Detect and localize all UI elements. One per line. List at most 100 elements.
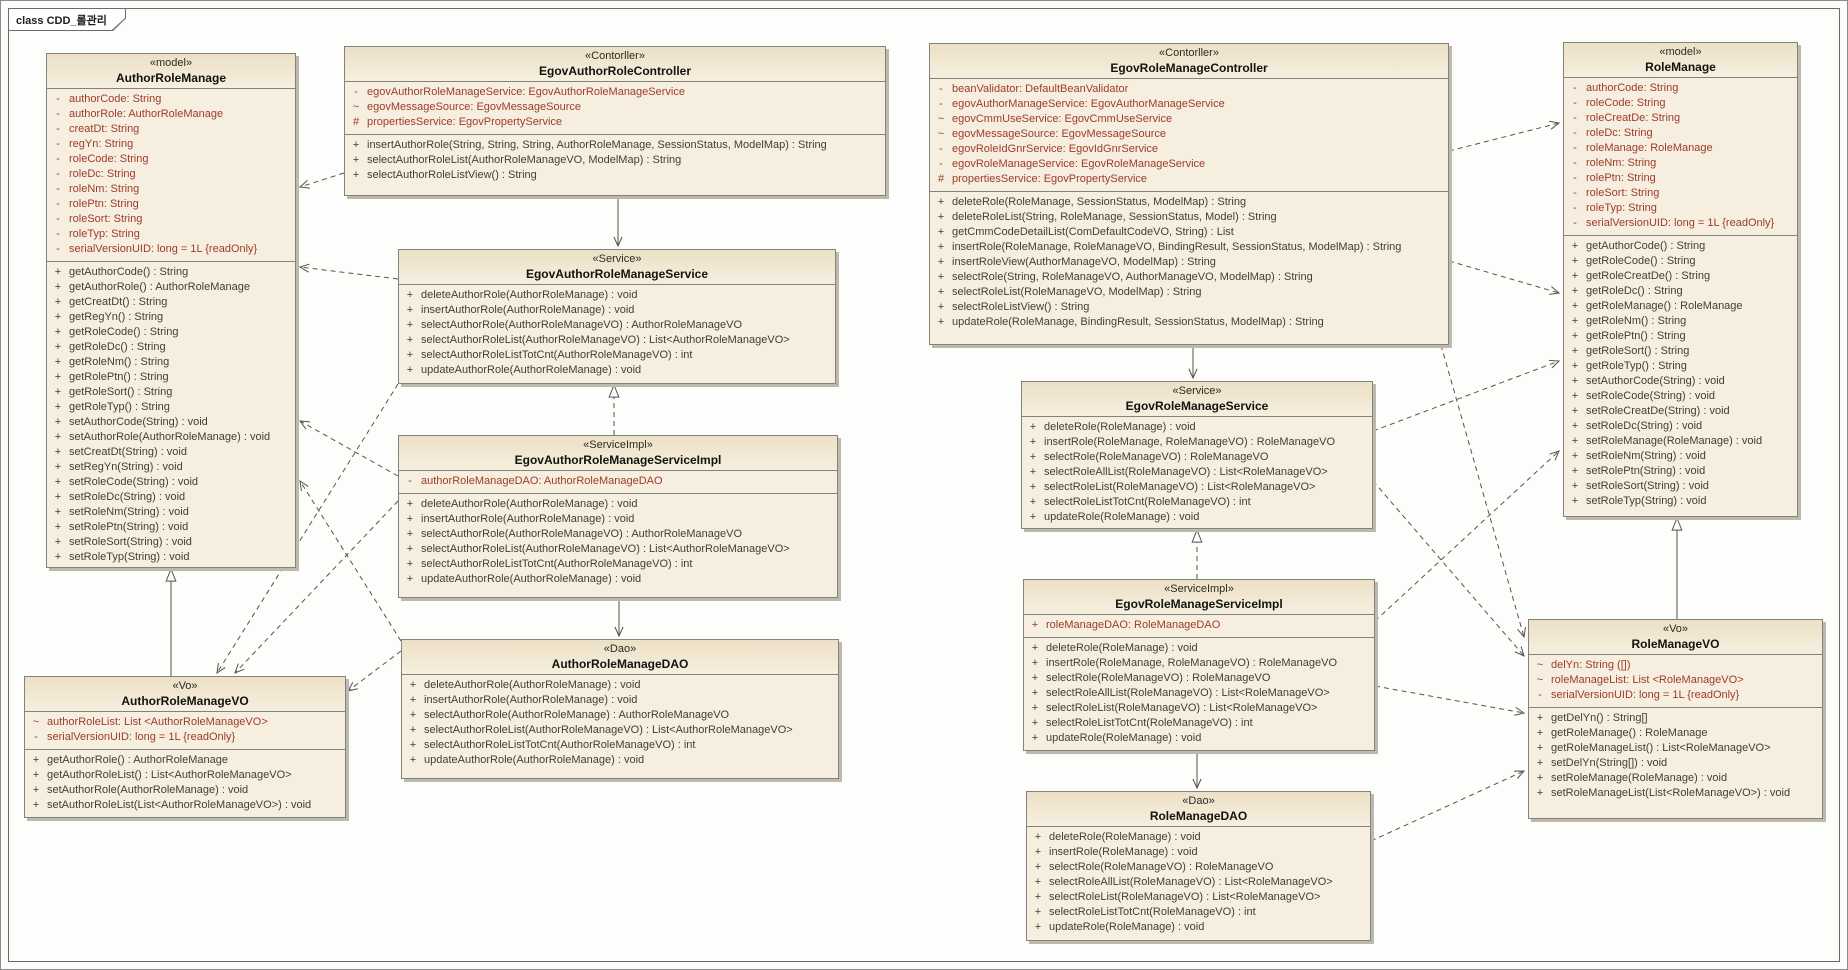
member-text: getRoleManage() : RoleManage [1586, 300, 1743, 312]
member-text: getRoleCreatDe() : String [1586, 270, 1711, 282]
class-operation: +setRoleSort(String) : void [47, 535, 295, 550]
class-egov-author-role-manage-service[interactable]: «Service»EgovAuthorRoleManageService+del… [398, 249, 836, 384]
visibility-symbol: - [939, 83, 943, 95]
visibility-symbol: + [1029, 496, 1037, 508]
member-text: getRolePtn() : String [1586, 330, 1686, 342]
class-operation: +deleteRole(RoleManage) : void [1027, 830, 1370, 845]
class-author-role-manage-vo[interactable]: «Vo»AuthorRoleManageVO~authorRoleList: L… [24, 676, 346, 818]
visibility-symbol: + [406, 543, 414, 555]
visibility-symbol: - [1573, 97, 1577, 109]
class-egov-author-role-manage-service-impl[interactable]: «ServiceImpl»EgovAuthorRoleManageService… [398, 435, 838, 598]
class-attribute: -authorRoleManageDAO: AuthorRoleManageDA… [399, 474, 837, 489]
member-text: getRoleNm() : String [69, 356, 170, 368]
class-attribute: -beanValidator: DefaultBeanValidator [930, 82, 1448, 97]
class-operation: +selectRoleAllList(RoleManageVO) : List<… [1027, 875, 1370, 890]
class-stereotype: «Contorller» [585, 50, 645, 62]
class-author-role-manage[interactable]: «model»AuthorRoleManage-authorCode: Stri… [46, 53, 296, 568]
class-stereotype: «Service» [592, 253, 642, 265]
class-operation: +getRoleDc() : String [1564, 284, 1797, 299]
visibility-symbol: + [1536, 742, 1544, 754]
class-name: RoleManageVO [1631, 637, 1720, 651]
class-operation: +setAuthorRole(AuthorRoleManage) : void [25, 783, 345, 798]
member-text: roleSort: String [69, 213, 143, 225]
class-operation: +setRoleManage(RoleManage) : void [1564, 434, 1797, 449]
member-text: setRoleTyp(String) : void [69, 551, 190, 563]
class-attribute: -creatDt: String [47, 122, 295, 137]
class-stereotype: «model» [149, 57, 193, 69]
visibility-symbol: + [406, 349, 414, 361]
visibility-symbol: + [1571, 420, 1579, 432]
class-name: RoleManage [1645, 60, 1716, 74]
visibility-symbol: - [1573, 202, 1577, 214]
member-text: selectAuthorRoleListTotCnt(AuthorRoleMan… [424, 739, 696, 751]
visibility-symbol: + [406, 528, 414, 540]
class-egov-author-role-controller[interactable]: «Contorller»EgovAuthorRoleController-ego… [344, 46, 886, 196]
member-text: creatDt: String [69, 123, 140, 135]
class-egov-role-manage-controller[interactable]: «Contorller»EgovRoleManageController-bea… [929, 43, 1449, 345]
visibility-symbol: + [1031, 732, 1039, 744]
visibility-symbol: + [54, 326, 62, 338]
class-name: EgovAuthorRoleManageService [525, 267, 709, 281]
visibility-symbol: - [939, 98, 943, 110]
visibility-symbol: + [1031, 717, 1039, 729]
member-text: authorRoleList: List <AuthorRoleManageVO… [47, 716, 268, 728]
member-text: getRoleManageList() : List<RoleManageVO> [1551, 742, 1771, 754]
class-egov-role-manage-service[interactable]: «Service»EgovRoleManageService+deleteRol… [1021, 381, 1373, 529]
class-role-manage-dao[interactable]: «Dao»RoleManageDAO+deleteRole(RoleManage… [1026, 791, 1371, 941]
member-text: serialVersionUID: long = 1L {readOnly} [69, 243, 258, 255]
class-operation: +setAuthorRole(AuthorRoleManage) : void [47, 430, 295, 445]
member-text: setRoleCode(String) : void [69, 476, 199, 488]
operations-compartment: +insertAuthorRole(String, String, String… [345, 135, 885, 195]
visibility-symbol: + [1571, 465, 1579, 477]
visibility-symbol: + [409, 694, 417, 706]
visibility-symbol: - [1573, 187, 1577, 199]
operations-compartment: +deleteRole(RoleManage) : void+insertRol… [1024, 638, 1374, 750]
member-text: updateAuthorRole(AuthorRoleManage) : voi… [424, 754, 645, 766]
visibility-symbol: ~ [32, 716, 40, 728]
class-attribute: -roleDc: String [1564, 126, 1797, 141]
member-text: selectRoleList(RoleManageVO, ModelMap) :… [952, 286, 1202, 298]
class-attribute: -rolePtn: String [47, 197, 295, 212]
attributes-compartment: -authorCode: String-roleCode: String-rol… [1564, 78, 1797, 236]
visibility-symbol: + [1029, 421, 1037, 433]
member-text: selectRole(RoleManageVO) : RoleManageVO [1046, 672, 1271, 684]
member-text: serialVersionUID: long = 1L {readOnly} [47, 731, 236, 743]
member-text: selectAuthorRoleListTotCnt(AuthorRoleMan… [421, 349, 693, 361]
class-operation: +setDelYn(String[]) : void [1529, 756, 1822, 771]
visibility-symbol: - [1538, 689, 1542, 701]
class-attribute: ~delYn: String ([]) [1529, 658, 1822, 673]
visibility-symbol: + [54, 521, 62, 533]
visibility-symbol: + [937, 196, 945, 208]
class-operation: +getRoleManage() : RoleManage [1564, 299, 1797, 314]
member-text: getRoleManage() : RoleManage [1551, 727, 1708, 739]
visibility-symbol: + [1571, 495, 1579, 507]
class-operation: +setRoleManage(RoleManage) : void [1529, 771, 1822, 786]
class-operation: +selectRoleList(RoleManageVO, ModelMap) … [930, 285, 1448, 300]
member-text: setRoleNm(String) : void [1586, 450, 1706, 462]
member-text: setRolePtn(String) : void [1586, 465, 1706, 477]
class-operation: +getAuthorRole() : AuthorRoleManage [25, 753, 345, 768]
member-text: deleteRole(RoleManage) : void [1044, 421, 1196, 433]
class-operation: +setAuthorCode(String) : void [47, 415, 295, 430]
class-stereotype: «ServiceImpl» [583, 439, 653, 451]
class-egov-role-manage-service-impl[interactable]: «ServiceImpl»EgovRoleManageServiceImpl+r… [1023, 579, 1375, 751]
member-text: selectRoleListTotCnt(RoleManageVO) : int [1044, 496, 1251, 508]
class-author-role-manage-dao[interactable]: «Dao»AuthorRoleManageDAO+deleteAuthorRol… [401, 639, 839, 779]
class-operation: + deleteRole(RoleManage) : void [1022, 420, 1372, 435]
visibility-symbol: + [1034, 891, 1042, 903]
class-attribute: -roleNm: String [1564, 156, 1797, 171]
member-text: deleteRole(RoleManage) : void [1046, 642, 1198, 654]
member-text: selectRole(RoleManageVO) : RoleManageVO [1044, 451, 1269, 463]
member-text: getAuthorCode() : String [69, 266, 189, 278]
class-operation: +getRoleTyp() : String [1564, 359, 1797, 374]
member-text: getAuthorRole() : AuthorRoleManage [47, 754, 228, 766]
class-role-manage-vo[interactable]: «Vo»RoleManageVO~delYn: String ([])~role… [1528, 619, 1823, 819]
class-role-manage[interactable]: «model»RoleManage-authorCode: String-rol… [1563, 42, 1798, 517]
attributes-compartment: -beanValidator: DefaultBeanValidator-ego… [930, 79, 1448, 192]
visibility-symbol: - [354, 86, 358, 98]
class-header: «ServiceImpl»EgovAuthorRoleManageService… [399, 436, 837, 471]
visibility-symbol: + [1034, 861, 1042, 873]
visibility-symbol: + [409, 679, 417, 691]
class-operation: +updateRole(RoleManage, BindingResult, S… [930, 315, 1448, 330]
